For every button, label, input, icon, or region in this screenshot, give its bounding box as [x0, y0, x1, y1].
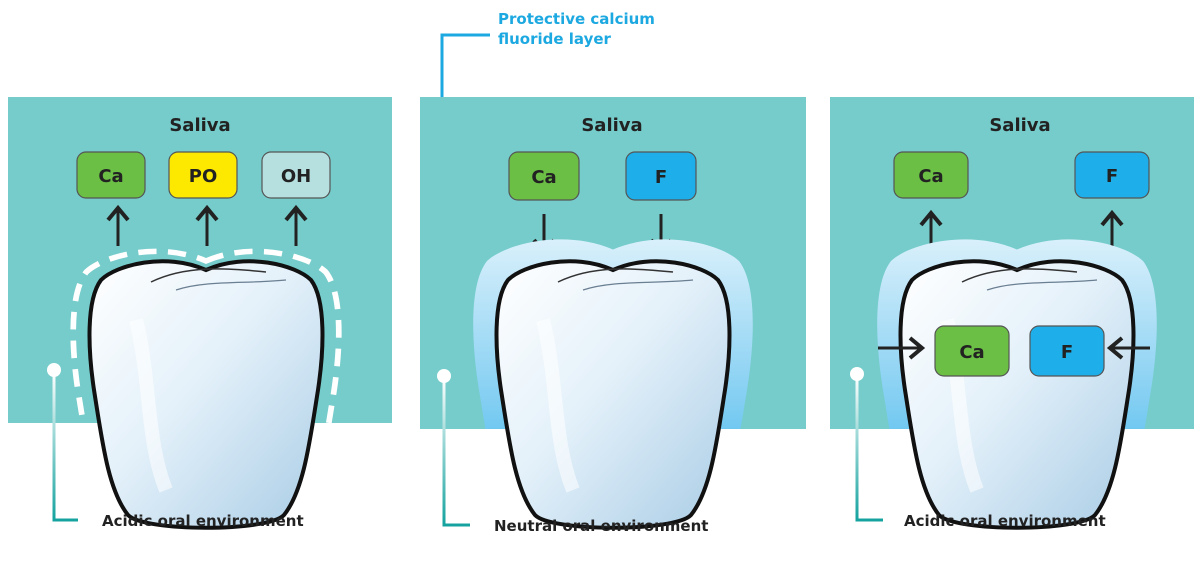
environment-pointer-dot — [850, 367, 864, 381]
panel-3: Saliva Ca F Ca F — [830, 97, 1194, 563]
ion-badge-po: PO — [169, 152, 237, 198]
panel-2: Saliva Ca F Neutral oral environment — [420, 97, 806, 563]
ion-badge-ca: Ca — [894, 152, 968, 198]
ion-badge-ca: Ca — [77, 152, 145, 198]
tooth — [90, 261, 323, 528]
tooth — [901, 261, 1134, 528]
ion-badge-f: F — [1075, 152, 1149, 198]
callout-label-line-2: fluoride layer — [498, 30, 612, 48]
panel-1: Saliva Ca PO OH Acidic oral environment — [8, 97, 392, 545]
saliva-label: Saliva — [169, 115, 230, 136]
inner-ion-badge-f: F — [1030, 326, 1104, 376]
environment-pointer-dot — [437, 369, 451, 383]
environment-pointer-dot — [47, 363, 61, 377]
ion-badge-f: F — [626, 152, 696, 200]
ion-label: F — [1061, 342, 1073, 363]
callout-label-line-1: Protective calcium — [498, 10, 655, 28]
environment-label: Acidic oral environment — [102, 512, 304, 530]
saliva-label: Saliva — [989, 115, 1050, 136]
ion-label: OH — [281, 166, 311, 187]
ion-label: Ca — [98, 166, 123, 187]
ion-label: PO — [189, 166, 218, 187]
ion-label: F — [655, 167, 667, 188]
ion-label: F — [1106, 166, 1118, 187]
environment-label: Neutral oral environment — [494, 517, 708, 535]
ion-badge-ca: Ca — [509, 152, 579, 200]
environment-label: Acidic oral environment — [904, 512, 1106, 530]
ion-label: Ca — [959, 342, 984, 363]
ion-badge-oh: OH — [262, 152, 330, 198]
tooth — [497, 261, 730, 528]
ion-label: Ca — [918, 166, 943, 187]
ion-label: Ca — [531, 167, 556, 188]
inner-ion-badge-ca: Ca — [935, 326, 1009, 376]
saliva-label: Saliva — [581, 115, 642, 136]
